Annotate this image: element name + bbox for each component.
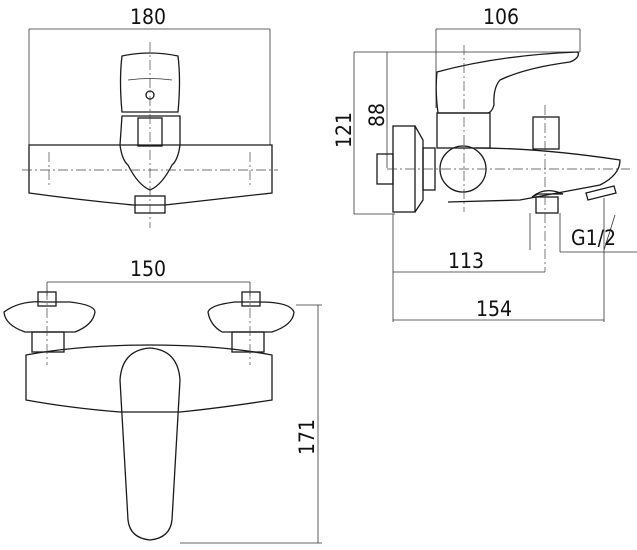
front-view: 150 171 <box>3 257 322 544</box>
dim-154: 154 <box>476 297 512 321</box>
dim-113: 113 <box>448 249 484 273</box>
dim-150: 150 <box>130 257 166 281</box>
thread-label: G1/2 <box>571 226 616 250</box>
dim-171: 171 <box>295 419 319 455</box>
dim-121: 121 <box>332 112 356 148</box>
dim-180: 180 <box>130 5 166 29</box>
side-view: 106 121 88 G1/2 113 154 <box>332 5 637 322</box>
top-view: 180 <box>22 5 278 228</box>
dim-88: 88 <box>365 103 389 127</box>
dim-106: 106 <box>483 5 519 29</box>
